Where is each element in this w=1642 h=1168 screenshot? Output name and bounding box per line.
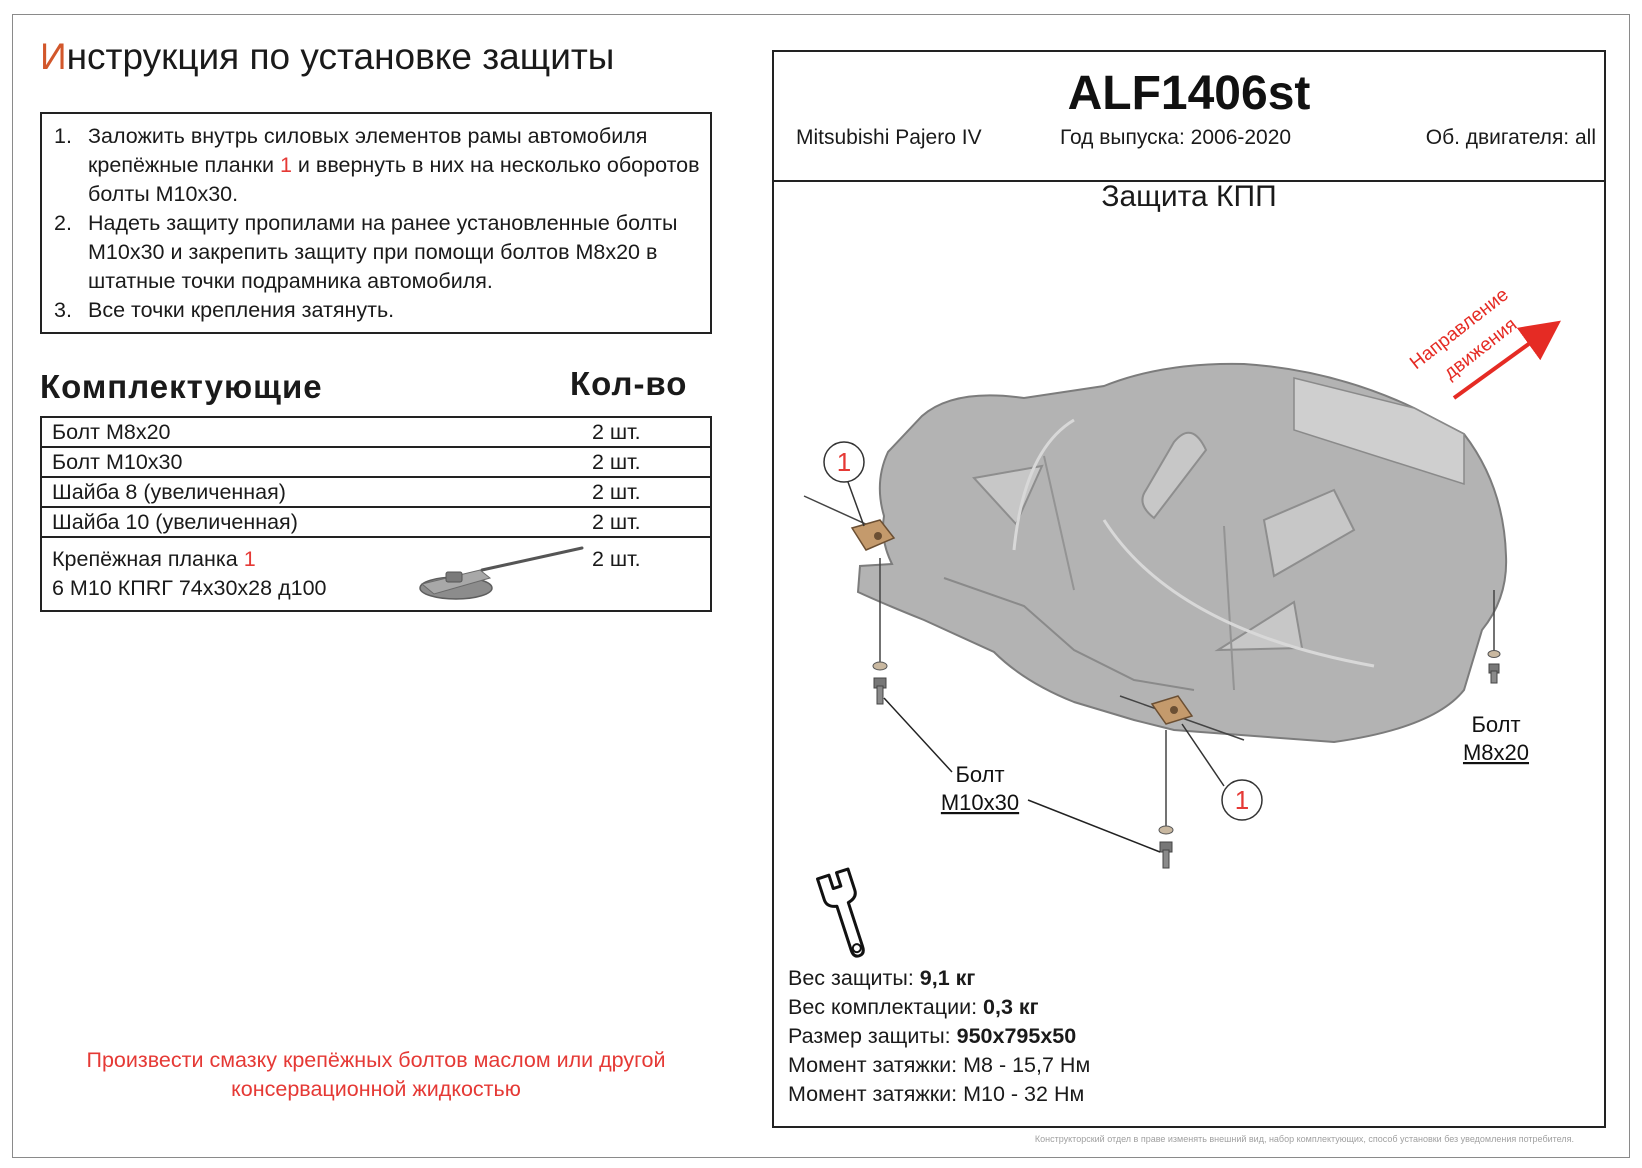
instruction-step: 1. Заложить внутрь силовых элементов рам…: [54, 122, 700, 209]
callout-number: 1: [837, 447, 851, 477]
instruction-step: 3. Все точки крепления затянуть.: [54, 296, 700, 325]
product-card: ALF1406st Mitsubishi Pajero IV Год выпус…: [772, 50, 1606, 1128]
bolt-icon: [1487, 650, 1501, 684]
mounting-bracket: [803, 495, 896, 551]
plate-spec: 6 М10 КПRГ 74х30х28 д100: [52, 576, 327, 600]
part-name: Болт М8х20: [52, 420, 171, 444]
spec-row: Вес комплектации: 0,3 кг: [788, 993, 1090, 1022]
spec-label: Вес защиты:: [788, 966, 920, 990]
title-first-letter: И: [40, 36, 67, 77]
product-name: Защита КПП: [1101, 180, 1277, 213]
part-name: Крепёжная планка 1 6 М10 КПRГ 74х30х28 д1…: [52, 545, 326, 603]
part-qty: 2 шт.: [592, 510, 641, 534]
skid-plate: [856, 362, 1508, 744]
spec-label: Момент затяжки:: [788, 1082, 964, 1106]
installation-drawing: 1 1 Болт М10х30 Болт М8х20 Направление д…: [803, 284, 1561, 958]
spec-label: Размер защиты:: [788, 1024, 957, 1048]
step-number: 1.: [54, 124, 72, 148]
table-row: Болт М8х20 2 шт.: [42, 418, 710, 448]
note-line: Произвести смазку крепёжных болтов масло…: [86, 1048, 666, 1072]
page-frame: [12, 14, 1630, 1158]
table-row: Шайба 8 (увеличенная) 2 шт.: [42, 478, 710, 508]
direction-indicator: Направление движения: [1406, 284, 1561, 400]
specs-list: Вес защиты: 9,1 кг Вес комплектации: 0,3…: [788, 964, 1090, 1109]
callout-1: 1: [823, 441, 865, 527]
spec-value: 9,1 кг: [919, 966, 976, 990]
spec-value: М8 - 15,7 Нм: [963, 1053, 1091, 1077]
ref-number: 1: [243, 547, 256, 571]
bolt-m8-label: Болт: [1471, 712, 1520, 737]
model-code: ALF1406st: [1067, 67, 1311, 120]
step-text: Надеть защиту пропилами на ранее установ…: [88, 211, 678, 293]
instruction-list: 1. Заложить внутрь силовых элементов рам…: [40, 112, 712, 334]
wrench-icon: [816, 867, 865, 958]
bolt-m10-label: Болт: [955, 762, 1004, 787]
spec-value: М10 - 32 Нм: [963, 1082, 1085, 1106]
part-name: Шайба 10 (увеличенная): [52, 510, 298, 534]
part-name: Болт М10х30: [52, 450, 183, 474]
footer-disclaimer: Конструкторский отдел в праве изменять в…: [1034, 1134, 1574, 1144]
spec-row: Размер защиты: 950х795х50: [788, 1022, 1090, 1051]
callout-number: 1: [1235, 785, 1249, 815]
step-number: 3.: [54, 298, 72, 322]
step-text: Заложить внутрь силовых элементов рамы а…: [88, 122, 700, 209]
mounting-plate-icon: [419, 546, 584, 600]
step-text-part: и ввернуть в них на несколько оборотов б…: [88, 153, 700, 206]
table-row: Шайба 10 (увеличенная) 2 шт.: [42, 508, 710, 538]
spec-row: Вес защиты: 9,1 кг: [788, 964, 1090, 993]
spec-value: 950х795х50: [956, 1024, 1077, 1048]
step-text-part: Заложить внутрь силовых элементов рамы а…: [88, 124, 648, 177]
table-row: Крепёжная планка 1 6 М10 КПRГ 74х30х28 д1…: [42, 538, 710, 610]
bolt-icon: [1158, 825, 1174, 869]
step-text: Все точки крепления затянуть.: [88, 298, 395, 322]
part-qty: 2 шт.: [592, 547, 641, 571]
instruction-step: 2. Надеть защиту пропилами на ранее уста…: [54, 209, 700, 296]
page-title: Инструкция по установке защиты: [40, 36, 614, 78]
part-qty: 2 шт.: [592, 420, 641, 444]
table-row: Болт М10х30 2 шт.: [42, 448, 710, 478]
callout-1: 1: [1181, 723, 1263, 821]
mounting-bracket: [1119, 695, 1245, 741]
qty-heading: Кол-во: [570, 365, 688, 402]
bolt-m8-size: М8х20: [1463, 740, 1529, 765]
production-years: Год выпуска: 2006-2020: [1060, 126, 1292, 149]
note-line: консервационной жидкостью: [231, 1077, 521, 1101]
step-number: 2.: [54, 211, 72, 235]
bolt-icon: [872, 661, 888, 705]
bolt-m10-size: М10х30: [941, 790, 1019, 815]
lubrication-note: Произвести смазку крепёжных болтов масло…: [40, 1046, 712, 1104]
part-qty: 2 шт.: [592, 480, 641, 504]
ref-number: 1: [279, 153, 292, 177]
title-rest: нструкция по установке защиты: [66, 36, 615, 77]
part-qty: 2 шт.: [592, 450, 641, 474]
spec-value: 0,3 кг: [983, 995, 1039, 1019]
spec-row: Момент затяжки: М10 - 32 Нм: [788, 1080, 1090, 1109]
plate-name-part: Крепёжная планка: [52, 547, 244, 571]
product-header: ALF1406st Mitsubishi Pajero IV Год выпус…: [774, 52, 1604, 182]
parts-table: Болт М8х20 2 шт. Болт М10х30 2 шт. Шайба…: [40, 416, 712, 612]
engine-volume: Об. двигателя: all: [1425, 126, 1596, 149]
part-name: Шайба 8 (увеличенная): [52, 480, 286, 504]
spec-label: Момент затяжки:: [788, 1053, 964, 1077]
spec-row: Момент затяжки: М8 - 15,7 Нм: [788, 1051, 1090, 1080]
parts-heading: Комплектующие: [40, 368, 323, 405]
car-model: Mitsubishi Pajero IV: [796, 126, 982, 149]
spec-label: Вес комплектации:: [788, 995, 984, 1019]
